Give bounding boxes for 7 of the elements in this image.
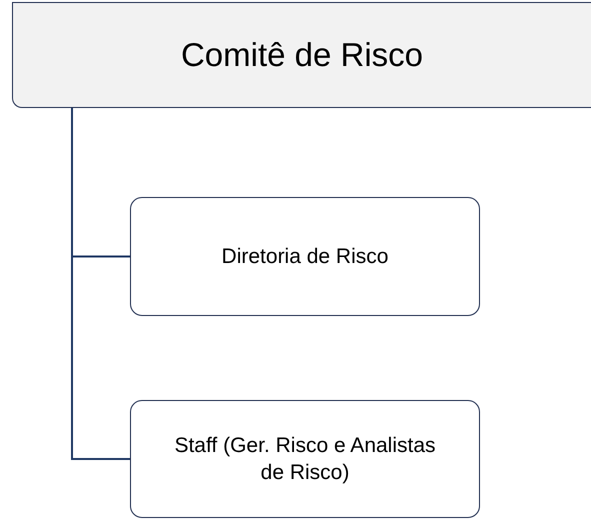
org-box [130,197,480,316]
box-label: Diretoria de Risco [222,244,388,270]
box-label: Comitê de Risco [180,34,424,75]
connector-line [71,108,130,460]
box-label: Staff (Ger. Risco e Analistas de Risco) [173,432,437,486]
org-box [130,400,480,518]
title-box [12,2,591,108]
